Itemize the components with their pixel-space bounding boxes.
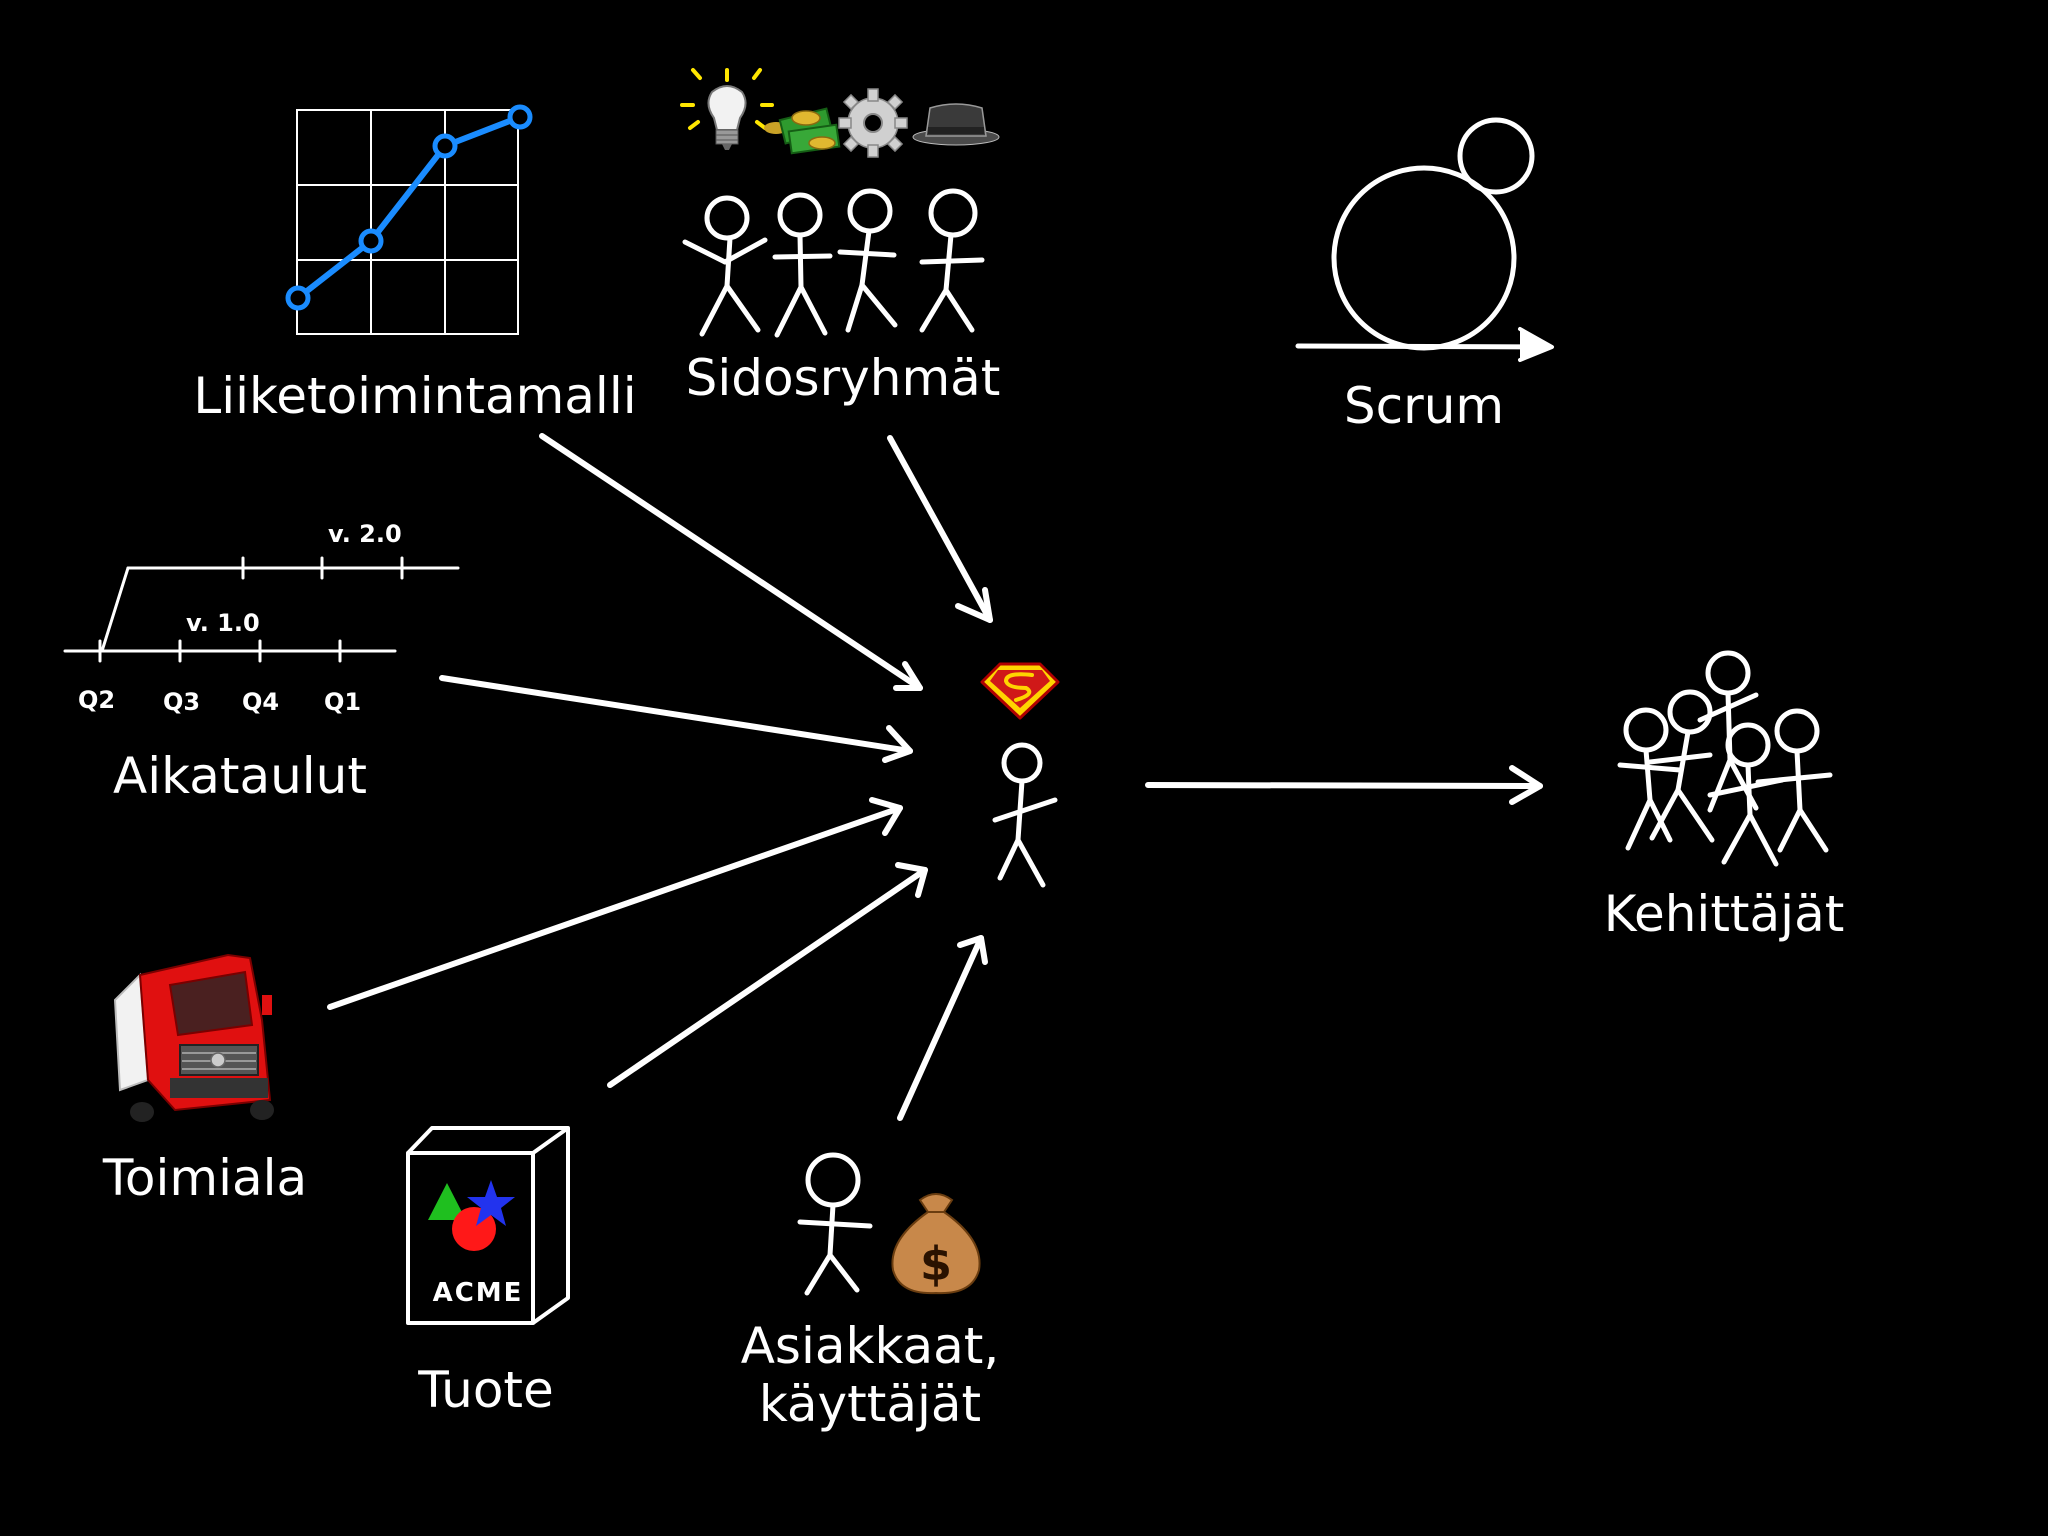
- stick-figure: [772, 192, 833, 338]
- arrow-business-model: [539, 433, 923, 691]
- flow-arrows: [327, 433, 1543, 1121]
- quarter-label: Q4: [242, 688, 279, 716]
- product-owner-figure: [992, 742, 1058, 888]
- node-stakeholders-label: Sidosryhmät: [685, 349, 1001, 407]
- superman-logo-icon: [980, 662, 1060, 720]
- arrow-customers: [897, 935, 988, 1121]
- node-developers-label: Kehittäjät: [1603, 885, 1845, 943]
- truck-icon: [113, 953, 274, 1122]
- money-bag-icon: $: [891, 1193, 981, 1295]
- quarter-label: Q2: [78, 686, 115, 714]
- stick-figure: [1647, 689, 1715, 843]
- release-2-label: v. 2.0: [328, 520, 402, 548]
- release-1-label: v. 1.0: [186, 609, 260, 637]
- gear-icon: [838, 88, 908, 158]
- node-scrum-label: Scrum: [1343, 377, 1505, 435]
- quarter-label: Q1: [324, 688, 361, 716]
- stakeholder-figures: [682, 188, 985, 338]
- product-brand-label: ACME: [433, 1278, 524, 1308]
- node-schedules-label: Aikataulut: [113, 747, 367, 805]
- node-product-label: Tuote: [418, 1361, 554, 1419]
- stick-figure: [837, 188, 898, 333]
- scrum-cycle-icon: [1295, 117, 1554, 362]
- stick-figure: [919, 188, 985, 333]
- arrow-to-developers: [1145, 765, 1543, 805]
- line-chart-icon: [285, 104, 533, 335]
- svg-text:$: $: [920, 1237, 952, 1291]
- hat-icon: [912, 103, 1000, 146]
- arrow-schedules: [439, 675, 913, 763]
- stick-figure: [1755, 708, 1833, 853]
- timeline-icon: v. 2.0 v. 1.0 Q2 Q3 Q4 Q1: [63, 520, 460, 716]
- node-business-model-label: Liiketoimintamalli: [193, 367, 637, 425]
- stick-figure: [1617, 707, 1683, 851]
- developer-figures: [1617, 650, 1833, 867]
- arrow-product: [607, 862, 928, 1088]
- node-industry-label: Toimiala: [102, 1149, 308, 1207]
- node-customers-label-line2: käyttäjät: [758, 1374, 982, 1433]
- lightbulb-icon: [680, 68, 774, 150]
- node-customers-label: Asiakkaat, käyttäjät: [740, 1317, 1000, 1433]
- stick-figure: [682, 195, 768, 337]
- arrow-stakeholders: [887, 435, 993, 623]
- customer-figure: [797, 1152, 873, 1296]
- node-customers-label-line1: Asiakkaat,: [740, 1317, 1000, 1375]
- money-icon: [764, 107, 841, 155]
- quarter-label: Q3: [163, 688, 200, 716]
- arrow-industry: [327, 797, 903, 1010]
- product-box-icon: ACME: [406, 1126, 570, 1325]
